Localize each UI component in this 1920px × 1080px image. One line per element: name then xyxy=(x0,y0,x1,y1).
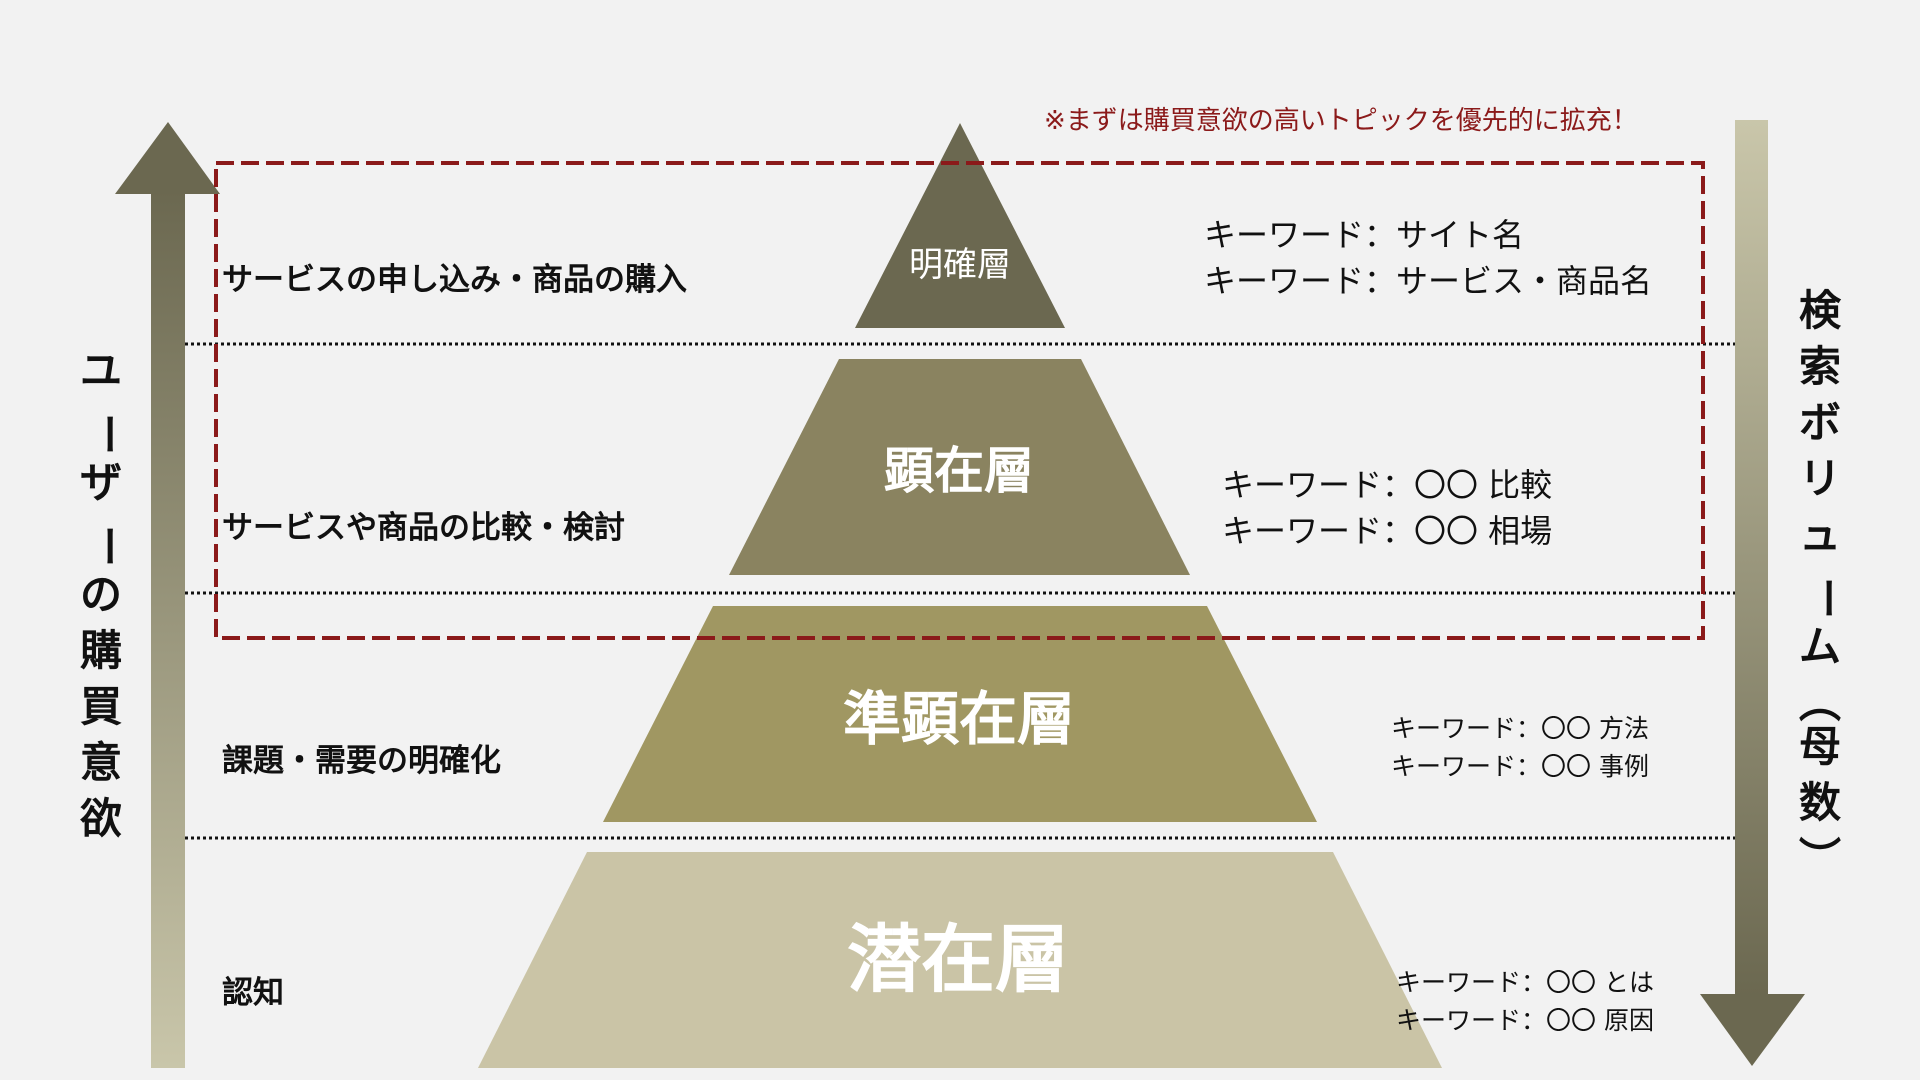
search-volume-arrow-icon xyxy=(1700,120,1805,1066)
keyword-item: キーワード：〇〇 原因 xyxy=(1396,1006,1654,1035)
keyword-item: キーワード：〇〇 とは xyxy=(1396,968,1654,997)
keyword-item: キーワード：サイト名 xyxy=(1204,216,1525,254)
layer-1-shape xyxy=(855,123,1065,328)
right-axis-char: リ xyxy=(1798,454,1841,503)
right-axis-char: ュ xyxy=(1798,510,1841,559)
layer-4-label: 潜在層 xyxy=(847,917,1069,1003)
priority-note: ※まずは購買意欲の高いトピックを優先的に拡充！ xyxy=(1044,106,1638,136)
layer-4-keywords: キーワード：〇〇 とは キーワード：〇〇 原因 xyxy=(1396,964,1654,1040)
layer-3-label: 準顕在層 xyxy=(842,685,1076,753)
right-axis-char: ︵ xyxy=(1798,678,1841,727)
right-axis-char: 数 xyxy=(1798,778,1841,827)
layer-1-keywords: キーワード：サイト名 キーワード：サービス・商品名 xyxy=(1204,212,1652,304)
keyword-item: キーワード：〇〇 相場 xyxy=(1222,512,1553,550)
right-axis-char: 検 xyxy=(1798,286,1841,335)
layer-separators xyxy=(185,342,1735,840)
stage-label-awareness: 認知 xyxy=(222,975,284,1011)
left-axis-char: ー xyxy=(83,524,133,568)
left-axis-char: 意 xyxy=(79,738,122,787)
layer-2-keywords: キーワード：〇〇 比較 キーワード：〇〇 相場 xyxy=(1222,462,1552,554)
right-axis-char: 索 xyxy=(1798,342,1841,391)
left-axis-char: 買 xyxy=(79,682,122,731)
stage-label-purchase: サービスの申し込み・商品の購入 xyxy=(222,262,687,298)
keyword-item: キーワード：〇〇 事例 xyxy=(1391,752,1649,781)
right-axis-char: ︶ xyxy=(1798,834,1841,883)
left-axis-char: ザ xyxy=(79,458,122,507)
left-axis-char: の xyxy=(79,570,122,619)
priority-highlight-box xyxy=(214,161,1705,640)
layer-3-keywords: キーワード：〇〇 方法 キーワード：〇〇 事例 xyxy=(1391,710,1649,786)
right-axis-label: 検 索 ボ リ ュ ー ム ︵ 母 数 ︶ xyxy=(1797,286,1852,883)
purchase-intent-arrow-icon xyxy=(115,122,220,1068)
layer-3-shape xyxy=(603,606,1317,822)
left-axis-label: ユ ー ザ ー の 購 買 意 欲 xyxy=(78,346,133,854)
right-axis-char: ム xyxy=(1798,622,1841,671)
keyword-item: キーワード：サービス・商品名 xyxy=(1204,262,1653,300)
left-axis-char: ユ xyxy=(79,346,122,395)
right-axis-char: ボ xyxy=(1798,398,1841,447)
left-axis-char: 購 xyxy=(79,626,122,675)
layer-1-label: 明確層 xyxy=(909,245,1011,285)
right-axis-char: ー xyxy=(1802,576,1852,620)
keyword-item: キーワード：〇〇 比較 xyxy=(1222,466,1553,504)
stage-label-clarification: 課題・需要の明確化 xyxy=(222,743,501,779)
stage-label-comparison: サービスや商品の比較・検討 xyxy=(222,510,625,546)
layer-2-shape xyxy=(729,359,1190,575)
right-axis-char: 母 xyxy=(1798,722,1841,771)
left-axis-char: ー xyxy=(83,412,133,456)
keyword-item: キーワード：〇〇 方法 xyxy=(1391,714,1649,743)
layer-4-shape xyxy=(478,852,1442,1068)
layer-2-label: 顕在層 xyxy=(884,442,1034,500)
left-axis-char: 欲 xyxy=(79,794,122,843)
